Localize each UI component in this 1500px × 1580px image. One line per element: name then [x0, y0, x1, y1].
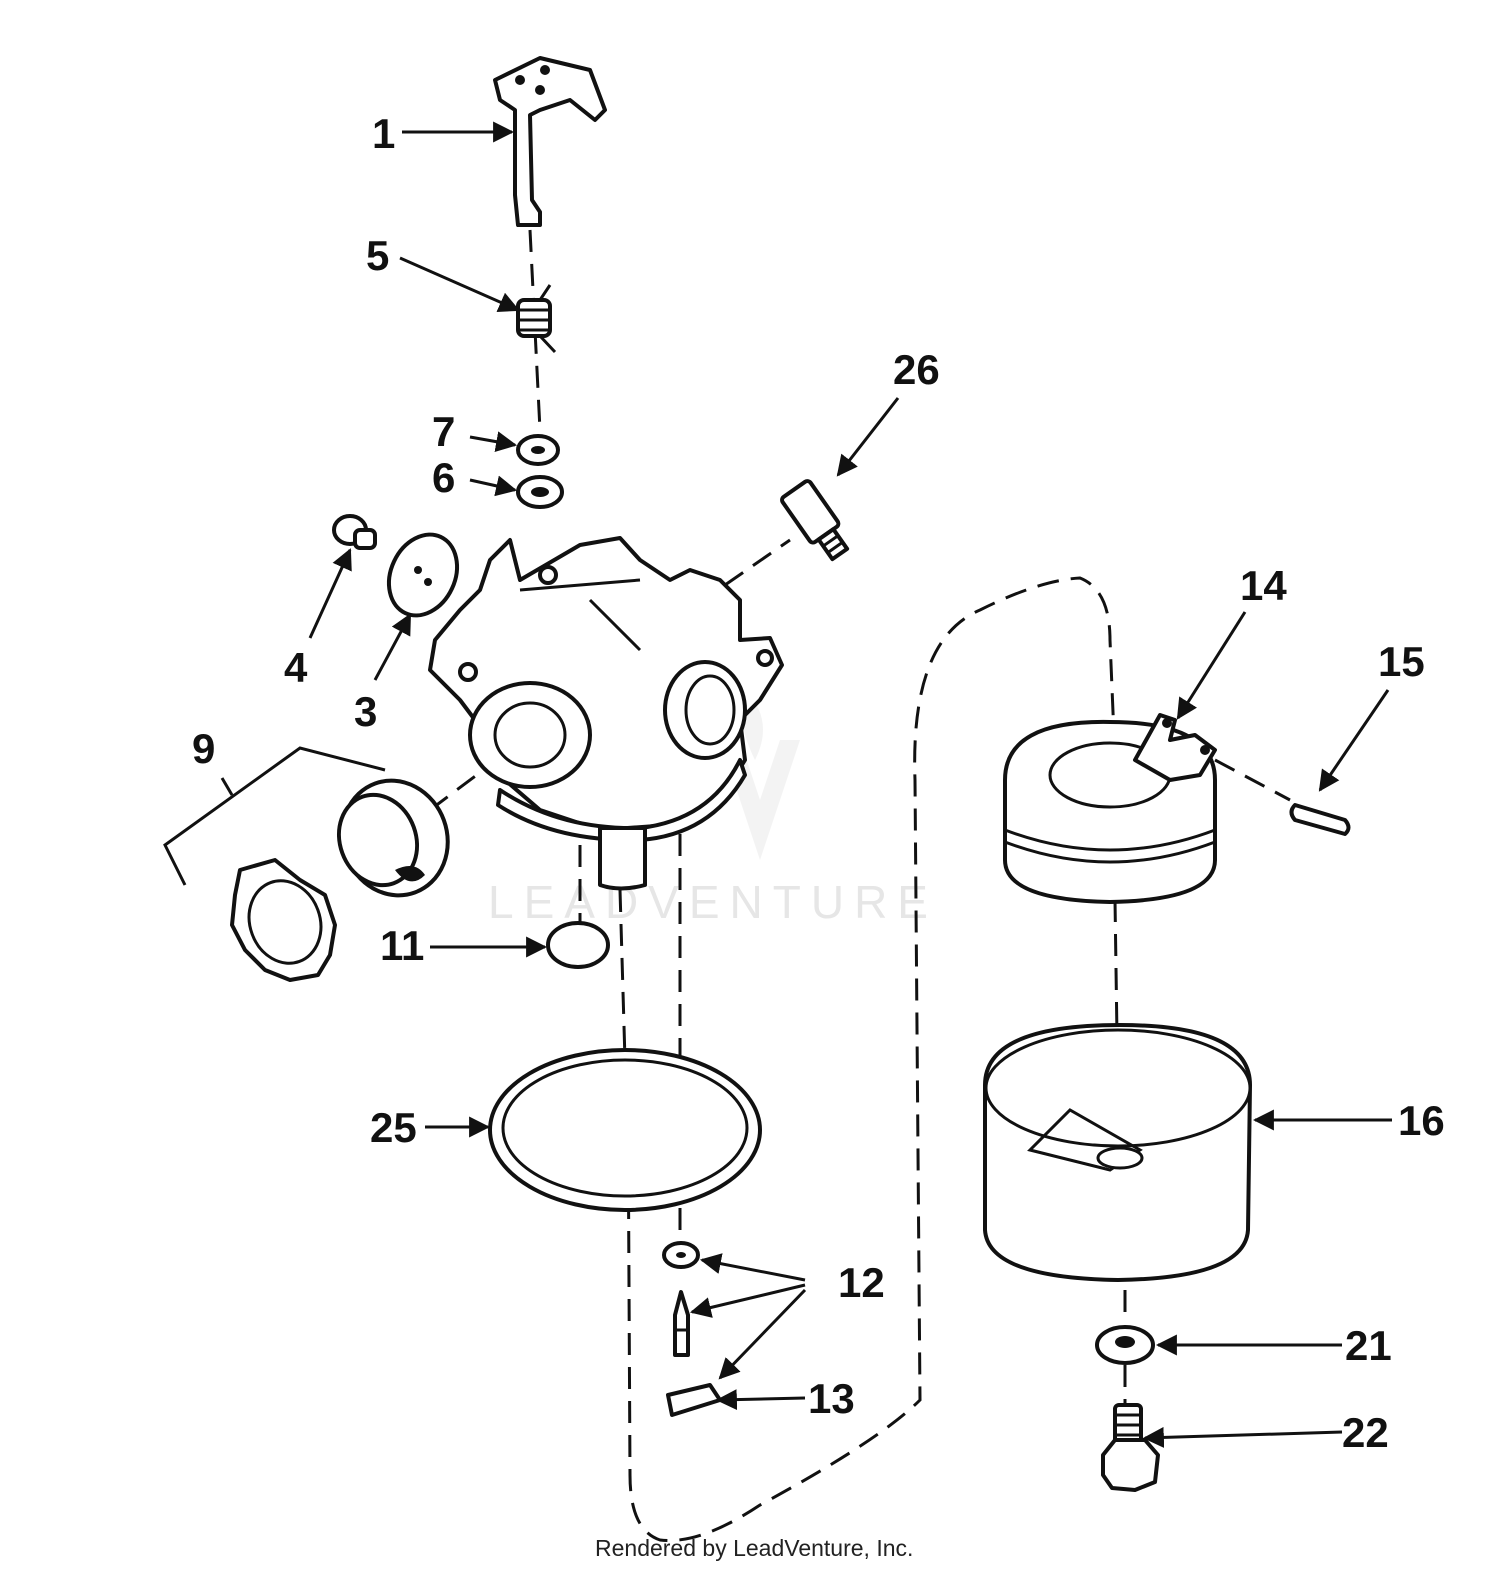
- needle-seat-12-part: [662, 1241, 700, 1357]
- label-part-7: 7: [432, 408, 455, 455]
- primer-bulb-part: [336, 778, 450, 898]
- seal-6-part: [516, 475, 564, 509]
- label-part-9: 9: [192, 725, 215, 772]
- welch-plug-11-part: [546, 921, 610, 969]
- plate-3-part: [386, 532, 460, 618]
- primer-retainer-part: [230, 858, 337, 982]
- leader-lines: [308, 121, 1392, 1448]
- label-part-13: 13: [808, 1375, 855, 1422]
- label-part-3: 3: [354, 688, 377, 735]
- label-part-16: 16: [1398, 1097, 1445, 1144]
- carburetor-body-part: [428, 536, 784, 891]
- bolt-22-part: [1101, 1403, 1160, 1492]
- label-part-22: 22: [1342, 1409, 1389, 1456]
- pin-15-part: [1289, 803, 1351, 836]
- label-part-12: 12: [838, 1259, 885, 1306]
- washer-21-part: [1095, 1325, 1155, 1365]
- label-part-14: 14: [1240, 562, 1287, 609]
- o-ring-25-part: [488, 1048, 762, 1212]
- label-part-6: 6: [432, 454, 455, 501]
- fitting-26-part: [780, 479, 850, 562]
- render-credit: Rendered by LeadVenture, Inc.: [595, 1535, 913, 1561]
- seal-7-part: [516, 434, 560, 466]
- label-part-5: 5: [366, 232, 389, 279]
- spring-part: [516, 284, 557, 354]
- float-bowl-16-part: [983, 1023, 1252, 1282]
- float-14-part: [1003, 713, 1217, 904]
- part-labels: 1 5 7 6 26 4 3 9 11 25 12 13 14 15 16 21…: [192, 110, 1445, 1456]
- label-part-25: 25: [370, 1104, 417, 1151]
- screw-4-part: [332, 514, 377, 550]
- assembly-guide-lines: [429, 229, 1291, 1543]
- label-part-15: 15: [1378, 638, 1425, 685]
- watermark-text: LEADVENTURE: [488, 876, 938, 928]
- bracket-9: [163, 746, 386, 886]
- label-part-4: 4: [284, 644, 308, 691]
- label-part-1: 1: [372, 110, 395, 157]
- label-part-11: 11: [380, 922, 424, 969]
- label-part-21: 21: [1345, 1322, 1392, 1369]
- label-part-26: 26: [893, 346, 940, 393]
- throttle-shaft-part: [493, 56, 607, 227]
- clip-13-part: [666, 1383, 722, 1417]
